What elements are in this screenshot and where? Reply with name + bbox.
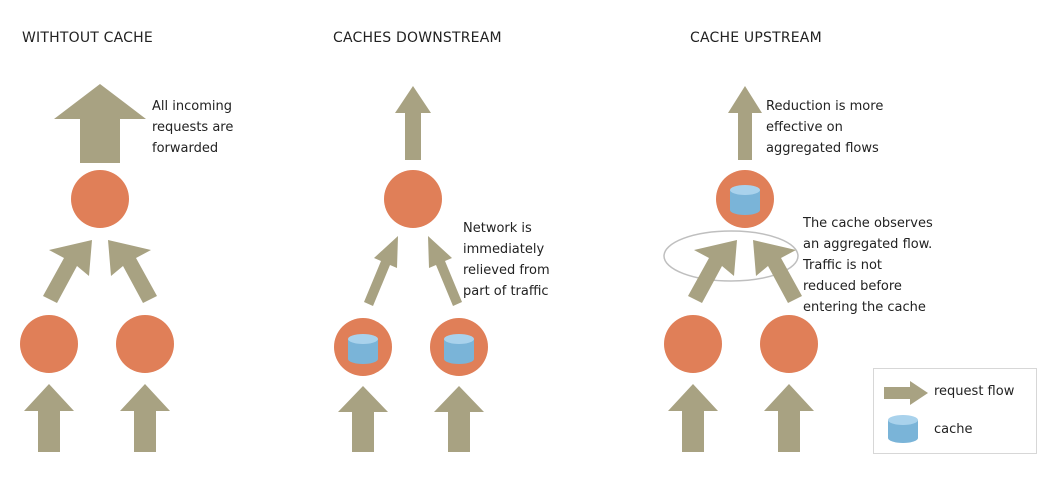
- aggregation-node: [71, 170, 129, 228]
- aggregated-flow-ring: [663, 230, 799, 282]
- cache-icon: [348, 334, 378, 364]
- note-line: requests are: [152, 120, 234, 135]
- edge-node-left: [664, 315, 722, 373]
- panel-cache-upstream: [663, 86, 818, 452]
- note-network-relieved: Network is immediately relieved from par…: [463, 218, 550, 302]
- flow-arrow-left-up: [43, 240, 92, 303]
- note-line: entering the cache: [803, 300, 926, 315]
- edge-node-right: [116, 315, 174, 373]
- note-line: Traffic is not: [803, 258, 882, 273]
- note-line: All incoming: [152, 99, 232, 114]
- legend: request flow cache: [873, 368, 1037, 454]
- incoming-arrow-right: [120, 384, 170, 452]
- large-outgoing-arrow: [54, 84, 146, 163]
- note-line: an aggregated flow.: [803, 237, 933, 252]
- cache-icon: [730, 185, 760, 215]
- incoming-arrow-left: [668, 384, 718, 452]
- note-reduction-effective: Reduction is more effective on aggregate…: [766, 96, 883, 159]
- aggregation-node: [384, 170, 442, 228]
- note-forwarded: All incoming requests are forwarded: [152, 96, 233, 159]
- note-cache-observes: The cache observes an aggregated flow. T…: [803, 213, 933, 318]
- request-flow-arrow-icon: [884, 381, 928, 405]
- note-line: aggregated flows: [766, 141, 879, 156]
- note-line: Network is: [463, 221, 532, 236]
- incoming-arrow-right: [434, 386, 484, 452]
- panel-without-cache: [20, 84, 174, 452]
- panel-title-cache-upstream: CACHE UPSTREAM: [690, 30, 822, 46]
- cache-icon: [444, 334, 474, 364]
- flow-arrow-left-up: [688, 240, 737, 303]
- note-line: relieved from: [463, 263, 550, 278]
- note-line: The cache observes: [803, 216, 933, 231]
- legend-label-cache: cache: [934, 422, 973, 437]
- edge-node-left: [20, 315, 78, 373]
- note-line: Reduction is more: [766, 99, 884, 114]
- note-line: forwarded: [152, 141, 219, 156]
- panel-title-caches-downstream: CACHES DOWNSTREAM: [333, 30, 502, 46]
- flow-arrow-right-up: [428, 236, 462, 306]
- outgoing-arrow: [728, 86, 762, 160]
- flow-arrow-right-up: [753, 240, 802, 303]
- legend-label-request-flow: request flow: [934, 384, 1015, 399]
- incoming-arrow-left: [24, 384, 74, 452]
- cache-cylinder-icon: [888, 415, 918, 443]
- flow-arrow-right-up: [108, 240, 157, 303]
- note-line: part of traffic: [463, 284, 549, 299]
- panel-caches-downstream: [334, 86, 488, 452]
- outgoing-arrow: [395, 86, 431, 160]
- panel-title-without-cache: WITHTOUT CACHE: [22, 30, 153, 46]
- note-line: reduced before: [803, 279, 902, 294]
- flow-arrow-left-up: [364, 236, 398, 306]
- incoming-arrow-left: [338, 386, 388, 452]
- note-line: effective on: [766, 120, 843, 135]
- edge-node-right: [760, 315, 818, 373]
- note-line: immediately: [463, 242, 545, 257]
- incoming-arrow-right: [764, 384, 814, 452]
